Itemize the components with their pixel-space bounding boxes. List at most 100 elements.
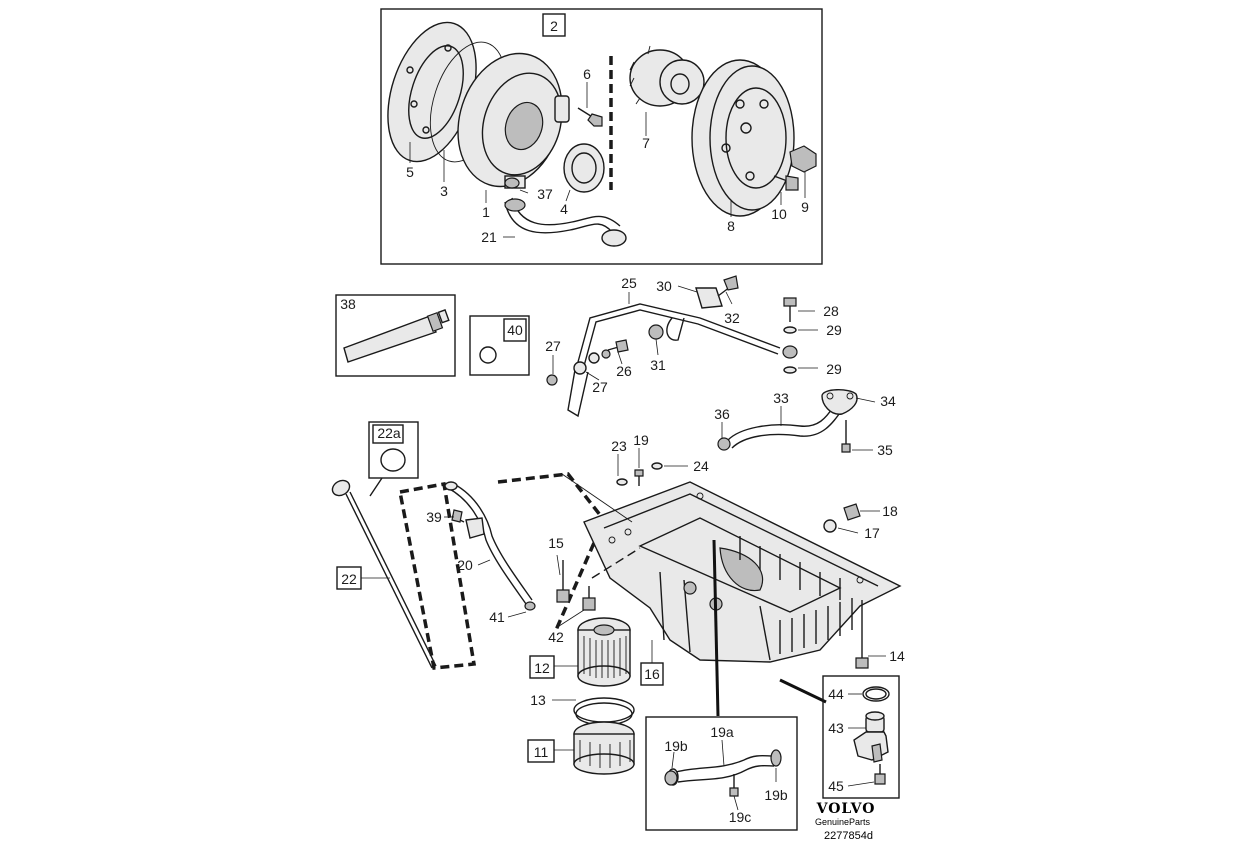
oil-pump-housing	[457, 52, 570, 189]
o-ring-40	[479, 346, 497, 364]
label-22a: 22a	[377, 425, 401, 441]
label-4: 4	[560, 201, 568, 217]
bolt-10	[773, 175, 799, 191]
label-7: 7	[642, 135, 650, 151]
oil-pickup-pipe	[504, 177, 627, 247]
pulley-nut	[789, 145, 817, 173]
label-20: 20	[457, 557, 473, 573]
label-14: 14	[889, 648, 905, 664]
label-27-top: 27	[545, 338, 561, 354]
label-26: 26	[616, 363, 632, 379]
bolt-42	[582, 597, 596, 611]
label-35: 35	[877, 442, 893, 458]
bolt-19c	[729, 787, 739, 797]
label-1: 1	[482, 204, 490, 220]
bolt-26	[615, 339, 629, 353]
label-45: 45	[828, 778, 844, 794]
label-22: 22	[341, 571, 357, 587]
seal-19b-left	[664, 770, 678, 786]
crank-pulley	[691, 59, 795, 217]
label-36: 36	[714, 406, 730, 422]
label-8: 8	[727, 218, 735, 234]
bolt-28	[783, 297, 797, 307]
label-13: 13	[530, 692, 546, 708]
o-ring-box-40: 40	[469, 315, 530, 376]
label-43: 43	[828, 720, 844, 736]
oil-level-sensor-box: 44 43 45	[822, 675, 900, 799]
label-16: 16	[644, 666, 660, 682]
line-clamp	[695, 287, 723, 309]
top-detail-frame	[380, 8, 823, 265]
filter-element	[577, 617, 631, 687]
label-23: 23	[611, 438, 627, 454]
label-5: 5	[406, 164, 414, 180]
label-41: 41	[489, 609, 505, 625]
bolt-dashed-guide	[591, 547, 641, 579]
return-hose-assembly: 33 34 35 36	[714, 389, 896, 458]
drain-washer	[823, 519, 837, 533]
oil-pan-assembly: 16 23 19 24 18 17 14 15 42	[548, 432, 905, 686]
label-box-2	[542, 13, 566, 37]
label-38: 38	[340, 296, 356, 312]
dipstick-assembly: 22a 22 39 20 41	[331, 421, 607, 670]
o-ring-22a	[380, 448, 406, 472]
clamp-36	[717, 437, 731, 451]
screw-19	[634, 469, 644, 477]
label-29-bottom: 29	[826, 361, 842, 377]
label-28: 28	[823, 303, 839, 319]
detail-pointer-19a	[712, 539, 720, 717]
label-9: 9	[801, 199, 809, 215]
label-19b-right: 19b	[764, 787, 788, 803]
seal-19b-right	[770, 749, 782, 767]
tube-dashed-outline	[497, 472, 607, 631]
bolt-35	[841, 443, 851, 453]
label-24: 24	[693, 458, 709, 474]
dipstick-dashed-outline	[397, 481, 477, 670]
crank-seal	[563, 143, 605, 193]
washer-29b	[783, 366, 797, 374]
label-3: 3	[440, 183, 448, 199]
sensor-o-ring	[862, 686, 890, 702]
label-12: 12	[534, 660, 550, 676]
label-17: 17	[864, 525, 880, 541]
label-44: 44	[828, 686, 844, 702]
dipstick-tube	[444, 481, 536, 611]
label-42: 42	[548, 629, 564, 645]
bolt-39	[451, 509, 463, 523]
filter-o-ring	[573, 697, 635, 723]
label-40: 40	[507, 322, 523, 338]
leader-line-pan	[561, 473, 633, 523]
washer-27b	[573, 361, 587, 375]
sealant-tube	[343, 309, 450, 363]
drain-plug	[843, 503, 861, 521]
oil-pan	[583, 481, 902, 663]
label-31: 31	[650, 357, 666, 373]
detail-box-19a: 19a 19b 19b 19c	[645, 539, 827, 831]
hose-19a	[664, 749, 782, 797]
bolt-32	[723, 275, 739, 291]
crank-sprocket	[629, 45, 705, 107]
label-6: 6	[583, 66, 591, 82]
label-30: 30	[656, 278, 672, 294]
label-19c: 19c	[729, 809, 752, 825]
label-11: 11	[534, 744, 549, 760]
bolt-14	[855, 657, 869, 669]
label-18: 18	[882, 503, 898, 519]
label-29-top: 29	[826, 322, 842, 338]
o-ring-box-22a	[368, 421, 419, 479]
label-15: 15	[548, 535, 564, 551]
diagram-code: 2277854d	[824, 830, 873, 842]
brand-subtitle: GenuineParts	[815, 817, 871, 827]
dipstick	[331, 479, 437, 669]
detail-pointer-43	[779, 678, 827, 704]
label-19a: 19a	[710, 724, 734, 740]
bolt-15	[556, 589, 570, 603]
oil-filter-assembly: 12 13 11	[527, 617, 635, 775]
label-32: 32	[724, 310, 740, 326]
label-27-bottom: 27	[592, 379, 608, 395]
label-39: 39	[426, 509, 442, 525]
washer-23	[616, 478, 628, 486]
hose-flange	[821, 389, 858, 415]
oil-pump-assembly-box: 2 5 3 1 37 4 6 7 8 9 10 21	[380, 8, 823, 265]
